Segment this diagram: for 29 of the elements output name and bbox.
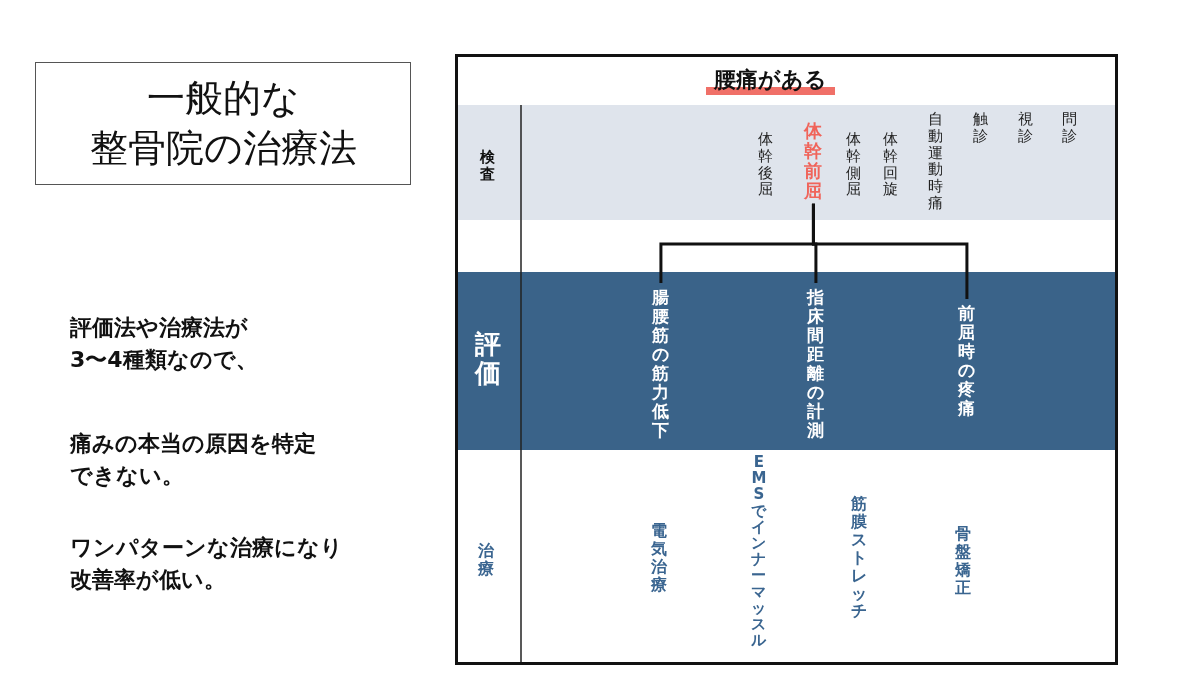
treatment-item: EMSでインナーマッスル: [751, 454, 767, 649]
test-item: 視診: [1018, 111, 1034, 145]
evaluation-item: 指床間距離の計測: [807, 288, 825, 441]
test-item: 問診: [1062, 111, 1078, 145]
treatment-item: 筋膜ストレッチ: [851, 495, 868, 621]
row-header: 評価: [474, 330, 502, 389]
title-text: 整骨院の治療法: [89, 124, 357, 172]
connector-line: [811, 203, 969, 299]
test-item: 体幹側屈: [846, 131, 862, 199]
test-item: 自動運動時痛: [928, 111, 944, 212]
table-frame: [455, 54, 1118, 665]
note-text: ワンパターンな治療になり改善率が低い。: [70, 534, 344, 594]
section-band: [458, 272, 1115, 450]
section-band: [458, 105, 1115, 220]
treatment-item: 電気治療: [651, 522, 668, 594]
row-header: 治療: [478, 542, 495, 578]
note-text: 評価法や治療法が3〜4種類なので、: [70, 314, 259, 374]
treatment-item: 骨盤矯正: [955, 525, 972, 597]
heading-text: 腰痛がある: [706, 65, 835, 95]
row-header: 検査: [480, 149, 496, 183]
evaluation-item: 前屈時の疼痛: [958, 304, 976, 419]
test-item: 触診: [973, 111, 989, 145]
title-box: [35, 62, 411, 185]
note-text: 痛みの本当の原因を特定できない。: [70, 430, 317, 490]
test-item: 体幹回旋: [883, 131, 899, 199]
title-text: 一般的な: [146, 75, 300, 123]
test-item: 体幹後屈: [758, 131, 774, 199]
evaluation-item: 腸腰筋の筋力低下: [652, 288, 670, 441]
test-item: 体幹前屈: [804, 121, 823, 202]
